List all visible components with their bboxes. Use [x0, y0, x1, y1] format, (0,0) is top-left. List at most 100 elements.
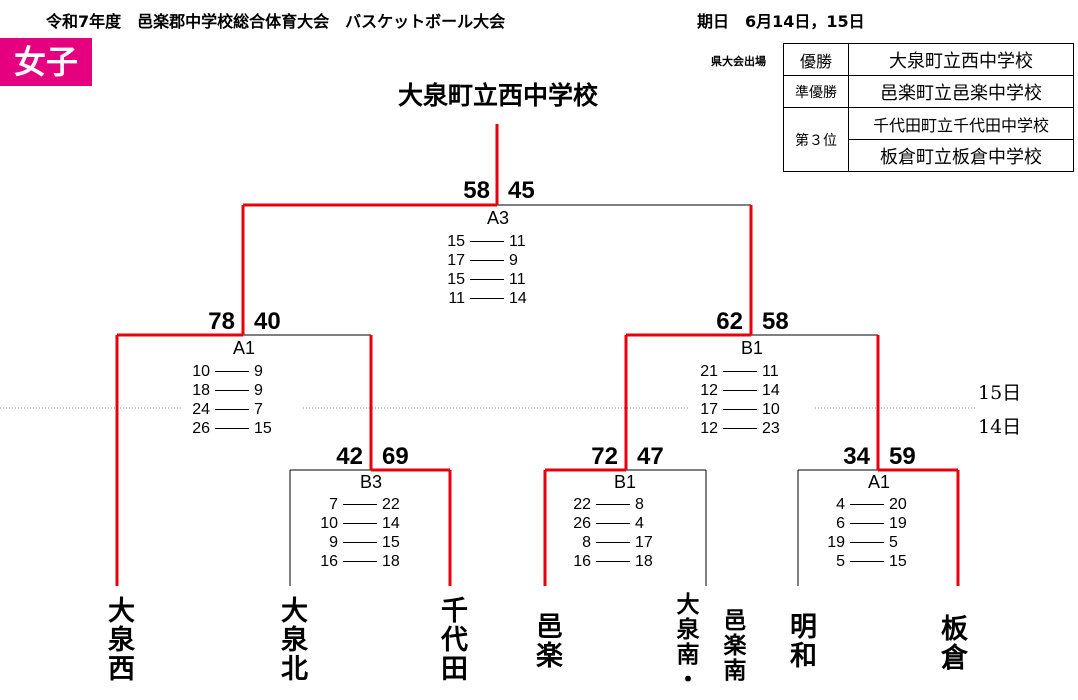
set-score-right: 22 — [382, 496, 400, 513]
results-caption: 県大会出場 — [711, 55, 766, 68]
set-score-left: 18 — [192, 382, 210, 399]
set-dash — [470, 298, 504, 299]
set-score-right: 19 — [889, 515, 907, 532]
set-dash — [850, 542, 884, 543]
set-score-right: 18 — [382, 553, 400, 570]
set-dash — [850, 561, 884, 562]
final-score-left: 58 — [463, 177, 490, 204]
set-dash — [343, 504, 377, 505]
day-label-15: 15日 — [978, 382, 1022, 404]
set-dash — [215, 390, 249, 391]
r1b-court: B1 — [613, 472, 637, 492]
set-score-right: 9 — [254, 363, 263, 380]
set-score-left: 4 — [836, 496, 845, 513]
set-score-right: 11 — [762, 363, 779, 380]
results-row: 優勝 大泉町立西中学校 — [783, 43, 1074, 76]
set-dash — [723, 371, 757, 372]
r1a-score-left: 42 — [336, 443, 363, 470]
r1b-score-left: 72 — [591, 443, 618, 470]
r1c-score-right: 59 — [889, 443, 916, 470]
team-name: 千代田 — [436, 596, 467, 683]
set-score-left: 8 — [582, 534, 591, 551]
set-score-right: 7 — [254, 401, 263, 418]
set-dash — [470, 241, 504, 242]
semi-right-score-left: 62 — [716, 308, 743, 335]
set-score-left: 7 — [329, 496, 338, 513]
set-dash — [596, 542, 630, 543]
set-score-left: 12 — [700, 382, 718, 399]
set-score-left: 24 — [192, 401, 210, 418]
r1c-score-left: 34 — [843, 443, 870, 470]
team-name: 邑楽南 — [719, 608, 745, 683]
semi-left-score-right: 40 — [254, 308, 281, 335]
set-row: 17 9 — [435, 251, 539, 270]
set-dash — [723, 428, 757, 429]
results-table: 優勝 大泉町立西中学校 準優勝 邑楽町立邑楽中学校 第３位 千代田町立千代田中学… — [783, 43, 1074, 172]
set-score-left: 26 — [192, 420, 210, 437]
final-score-right: 45 — [508, 177, 535, 204]
set-dash — [850, 504, 884, 505]
bracket-lines-loss — [243, 204, 878, 586]
r1a-court: B3 — [359, 472, 383, 492]
champion-name: 大泉町立西中学校 — [397, 81, 598, 110]
team-name: 明和 — [785, 612, 816, 670]
team-name: 邑楽 — [531, 612, 562, 670]
set-score-left: 12 — [700, 420, 718, 437]
set-dash — [343, 542, 377, 543]
team-name: 大泉西 — [103, 596, 134, 683]
team-name: 大泉北 — [276, 596, 307, 683]
set-score-left: 17 — [447, 252, 465, 269]
set-dash — [215, 371, 249, 372]
set-dash — [343, 523, 377, 524]
final-court: A3 — [486, 208, 510, 228]
set-row: 4 20 — [815, 495, 919, 514]
category-badge: 女子 — [0, 38, 92, 86]
results-row: 板倉町立板倉中学校 — [784, 139, 1074, 172]
set-score-left: 10 — [320, 515, 338, 532]
team-name: 大泉南・ — [672, 592, 698, 692]
set-dash — [723, 390, 757, 391]
set-score-left: 15 — [447, 233, 465, 250]
r1b-score-right: 47 — [637, 443, 664, 470]
set-score-right: 15 — [382, 534, 400, 551]
set-dash — [470, 279, 504, 280]
set-score-right: 9 — [509, 252, 518, 269]
set-score-right: 11 — [509, 233, 526, 250]
day-label-14: 14日 — [978, 416, 1022, 438]
r1c-court: A1 — [867, 472, 891, 492]
set-score-right: 4 — [635, 515, 644, 532]
bracket-lines-win — [115, 124, 960, 586]
set-score-right: 20 — [889, 496, 907, 513]
semi-left-score-left: 78 — [208, 308, 235, 335]
set-score-left: 5 — [836, 553, 845, 570]
set-score-right: 17 — [635, 534, 653, 551]
set-score-right: 14 — [762, 382, 780, 399]
set-score-right: 11 — [509, 271, 526, 288]
set-row: 7 22 — [308, 495, 412, 514]
set-dash — [215, 428, 249, 429]
set-dash — [596, 504, 630, 505]
set-score-left: 10 — [192, 363, 210, 380]
set-row: 24 7 — [180, 400, 284, 419]
school-cell: 邑楽町立邑楽中学校 — [848, 75, 1074, 108]
r1a-score-right: 69 — [382, 443, 409, 470]
set-row: 10 9 — [180, 362, 284, 381]
results-row: 準優勝 邑楽町立邑楽中学校 — [783, 75, 1074, 108]
set-dash — [215, 409, 249, 410]
set-score-right: 5 — [889, 534, 898, 551]
set-score-left: 16 — [573, 553, 591, 570]
set-dash — [470, 260, 504, 261]
